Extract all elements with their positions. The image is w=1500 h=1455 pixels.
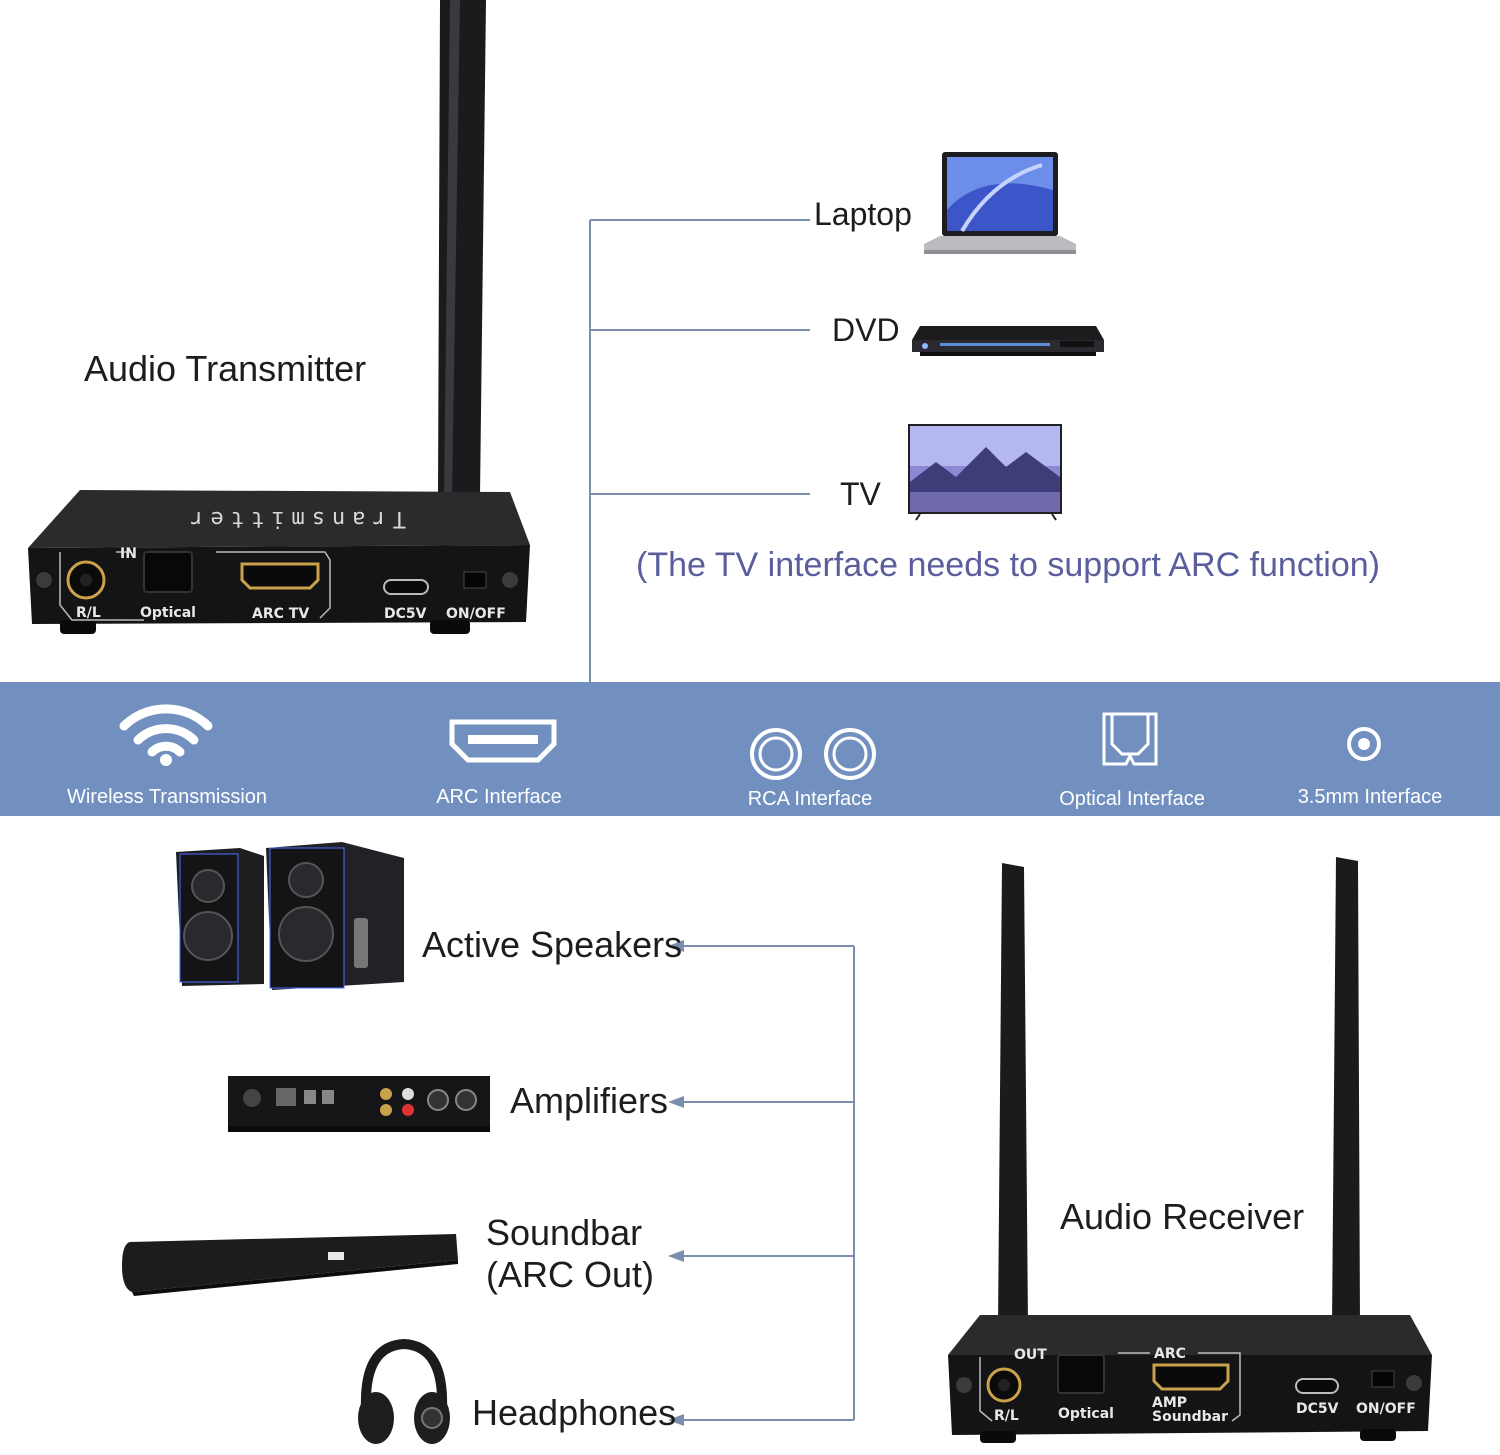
receiver-device: OUT R/L Optical ARC AMP Soundbar DC5V ON…: [940, 855, 1440, 1450]
feature-label-optical: Optical Interface: [1059, 788, 1205, 810]
source-connector-lines: [589, 219, 810, 685]
output-label-soundbar: Soundbar (ARC Out): [486, 1212, 654, 1296]
transmitter-port-arc-tv: ARC TV: [252, 606, 309, 622]
source-label-tv: TV: [840, 476, 881, 512]
receiver-port-arc: ARC: [1154, 1346, 1186, 1362]
receiver-port-amp: AMP: [1152, 1395, 1187, 1411]
output-connector-lines: [668, 940, 855, 1426]
aux-port-icon: [1347, 727, 1381, 761]
feature-optical: Optical Interface: [1048, 682, 1216, 816]
receiver-port-soundbar: Soundbar: [1152, 1409, 1228, 1425]
feature-arc: ARC Interface: [410, 682, 588, 816]
amplifier-icon: [228, 1076, 490, 1132]
transmitter-device: IN R/L Optical ARC TV DC5V ON/OFF Transm…: [20, 0, 540, 640]
output-label-amplifiers: Amplifiers: [510, 1080, 669, 1121]
rca-port-icon: [750, 728, 876, 780]
receiver-illustration: OUT R/L Optical ARC AMP Soundbar DC5V ON…: [948, 857, 1432, 1443]
feature-aux: 3.5mm Interface: [1290, 682, 1450, 816]
hdmi-port-icon: [449, 719, 557, 763]
output-label-active-speakers: Active Speakers: [422, 924, 683, 965]
receiver-title: Audio Receiver: [1060, 1196, 1305, 1237]
source-label-dvd: DVD: [832, 312, 900, 348]
receiver-port-out: OUT: [1014, 1347, 1047, 1363]
headphones-icon: [358, 1338, 450, 1444]
transmitter-port-dc5v: DC5V: [384, 606, 427, 622]
optical-port-icon: [1102, 712, 1158, 766]
transmitter-port-rl: R/L: [76, 605, 101, 621]
receiver-port-optical: Optical: [1058, 1406, 1114, 1422]
receiver-port-onoff: ON/OFF: [1356, 1401, 1416, 1417]
transmitter-port-onoff: ON/OFF: [446, 606, 506, 622]
transmitter-title: Audio Transmitter: [84, 348, 367, 389]
transmitter-port-optical: Optical: [140, 605, 196, 621]
feature-band: Wireless Transmission ARC Interface RCA …: [0, 682, 1500, 816]
soundbar-icon: [122, 1234, 458, 1296]
transmitter-illustration: IN R/L Optical ARC TV DC5V ON/OFF Transm…: [28, 0, 530, 634]
speakers-icon: [176, 842, 404, 990]
receiver-port-rl: R/L: [994, 1408, 1019, 1424]
tv-icon: [908, 424, 1062, 521]
output-label-soundbar-line1: Soundbar: [486, 1212, 643, 1253]
feature-label-rca: RCA Interface: [747, 788, 873, 810]
feature-rca: RCA Interface: [730, 682, 890, 816]
feature-label-arc: ARC Interface: [436, 786, 562, 808]
transmitter-device-label: Transmitter: [183, 506, 406, 531]
feature-wireless: Wireless Transmission: [60, 682, 274, 816]
output-label-headphones: Headphones: [472, 1392, 677, 1433]
dvd-player-icon: [912, 326, 1104, 356]
transmitter-port-in: IN: [120, 546, 137, 562]
feature-label-wireless: Wireless Transmission: [66, 786, 268, 808]
wifi-icon: [119, 704, 213, 766]
arc-requirement-note: (The TV interface needs to support ARC f…: [636, 546, 1380, 584]
feature-label-aux: 3.5mm Interface: [1297, 786, 1443, 808]
laptop-icon: [924, 152, 1076, 254]
output-label-soundbar-line2: (ARC Out): [486, 1254, 655, 1295]
receiver-port-dc5v: DC5V: [1296, 1401, 1339, 1417]
source-label-laptop: Laptop: [814, 196, 912, 232]
